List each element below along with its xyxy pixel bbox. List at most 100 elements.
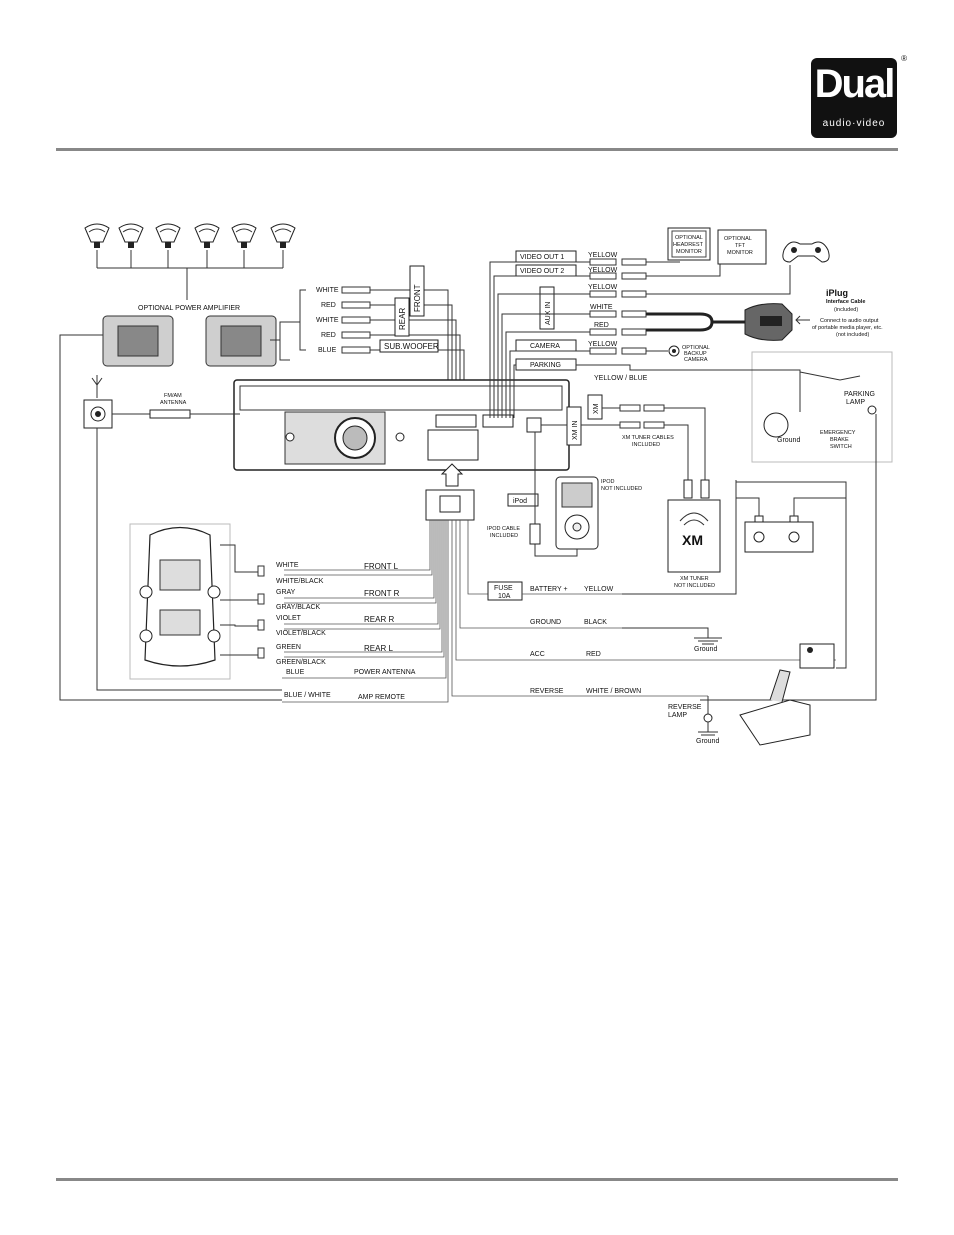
wire-color-label: BLACK xyxy=(584,619,607,626)
antenna-label: ANTENNA xyxy=(160,400,187,406)
ipod-cable-label: INCLUDED xyxy=(490,533,518,539)
aux-in-label: AUX IN xyxy=(545,302,552,325)
camera-label: BACKUP xyxy=(684,351,707,357)
ipod: iPod IPOD NOT INCLUDED IPOD CABLE INCLUD… xyxy=(487,432,642,557)
speaker-icon xyxy=(231,223,257,248)
wire-color-label: WHITE / BROWN xyxy=(586,688,641,695)
speaker-icon xyxy=(270,223,296,248)
ipod-note: NOT INCLUDED xyxy=(601,486,642,492)
ground-symbol-label: Ground xyxy=(696,738,719,745)
av-outputs: VIDEO OUT 1 VIDEO OUT 2 AUX IN CAMERA PA… xyxy=(489,250,791,418)
ipod-note: IPOD xyxy=(601,479,614,485)
antenna: FM/AM ANTENNA xyxy=(83,375,282,691)
iplug-note: Connect to audio output xyxy=(820,318,879,324)
iplug-brand: iPlug xyxy=(826,288,848,298)
ipod-cable-label: IPOD CABLE xyxy=(487,526,520,532)
wire-color-label: YELLOW xyxy=(588,267,618,274)
antenna-label: FM/AM xyxy=(164,393,182,399)
monitor-label: TFT xyxy=(735,243,746,249)
wire-color-label: YELLOW xyxy=(584,586,614,593)
reverse-label: REVERSE xyxy=(530,688,564,695)
harness-function: POWER ANTENNA xyxy=(354,669,416,676)
speaker-channel: FRONT L xyxy=(364,562,399,571)
speaker-array xyxy=(84,223,296,300)
subwoofer-label: SUB.WOOFER xyxy=(384,342,439,351)
speaker-wire-color: VIOLET xyxy=(276,615,302,622)
ipod-label: iPod xyxy=(513,498,527,505)
ground-wire-label: GROUND xyxy=(530,619,561,626)
rca-color-label: RED xyxy=(321,302,336,309)
logo-text: Dual xyxy=(814,62,896,106)
wire-color-label: RED xyxy=(586,651,601,658)
wire-color-label: YELLOW / BLUE xyxy=(594,375,648,382)
rca-outputs-left: WHITE RED WHITE RED BLUE FRONT REAR SUB.… xyxy=(290,265,465,418)
tft-monitor: OPTIONAL TFT MONITOR xyxy=(717,229,767,265)
reverse-lamp-label: REVERSE xyxy=(668,704,702,711)
speaker-icon xyxy=(155,223,181,248)
camera-label: OPTIONAL xyxy=(682,345,710,351)
camera-label: CAMERA xyxy=(684,357,708,363)
parking-brake-panel: Ground PARKING LAMP EMERGENCY BRAKE SWIT… xyxy=(650,351,893,701)
wire-color-label: YELLOW xyxy=(588,284,618,291)
dual-logo: Dual audio·video ® xyxy=(811,54,907,138)
wire-color-label: RED xyxy=(594,322,609,329)
speaker-wire-color: GREEN/BLACK xyxy=(276,659,326,666)
video-out-1-label: VIDEO OUT 1 xyxy=(520,254,564,261)
wiring-harness xyxy=(282,463,836,703)
header-rule xyxy=(56,148,898,151)
iplug-interface: iPlug Interface Cable (included) Connect… xyxy=(744,288,883,341)
xm-section: XM IN XM XM TUNER CABLES INCLUDED XM XM … xyxy=(541,394,721,589)
speaker-wire-labels: WHITE WHITE/BLACK FRONT L GRAY GRAY/BLAC… xyxy=(257,562,416,701)
brake-switch-label: EMERGENCY xyxy=(820,430,856,436)
xm-tuner-label: XM TUNER xyxy=(680,576,709,582)
xm-cables-label: XM TUNER CABLES xyxy=(622,435,674,441)
iplug-included: (included) xyxy=(834,307,858,313)
xm-in-label: XM IN xyxy=(572,421,579,440)
rca-color-label: WHITE xyxy=(316,317,339,324)
speaker-wire-color: GRAY/BLACK xyxy=(276,604,321,611)
speaker-icon xyxy=(84,223,110,248)
harness-function: AMP REMOTE xyxy=(358,694,405,701)
car-illustration xyxy=(129,523,258,680)
parking-label: PARKING xyxy=(530,362,561,369)
harness-wire-color: BLUE xyxy=(286,669,305,676)
xm-tuner-label: NOT INCLUDED xyxy=(674,583,715,589)
subwoofer-label-box xyxy=(379,339,439,353)
speaker-wire-color: VIOLET/BLACK xyxy=(276,630,326,637)
headrest-monitor: OPTIONAL HEADREST MONITOR xyxy=(667,227,711,261)
iplug-note: (not included) xyxy=(836,332,869,338)
speaker-wire-color: GRAY xyxy=(276,589,296,596)
xm-label: XM xyxy=(593,403,600,414)
ground-label: Ground xyxy=(777,437,800,444)
speaker-channel: REAR R xyxy=(364,615,394,624)
rear-label-box xyxy=(394,297,410,337)
speaker-icon xyxy=(194,223,220,248)
speaker-wire-color: WHITE/BLACK xyxy=(276,578,324,585)
monitor-label: MONITOR xyxy=(676,249,702,255)
acc-label: ACC xyxy=(530,651,545,658)
brake-switch-label: BRAKE xyxy=(830,437,849,443)
wire-color-label: YELLOW xyxy=(588,252,618,259)
logo-subtitle: audio·video xyxy=(822,118,886,129)
backup-camera: OPTIONAL BACKUP CAMERA xyxy=(668,345,710,363)
video-out-2-label: VIDEO OUT 2 xyxy=(520,268,564,275)
power-connections: FUSE 10A BATTERY + YELLOW GROUND BLACK A… xyxy=(487,480,847,746)
footer-rule xyxy=(56,1178,898,1181)
iplug-note: of portable media player, etc. xyxy=(812,325,883,331)
speaker-wire-color: WHITE xyxy=(276,562,299,569)
ground-symbol-label: Ground xyxy=(694,646,717,653)
logo-registered: ® xyxy=(901,54,907,63)
head-unit xyxy=(233,379,570,471)
monitor-label: MONITOR xyxy=(727,250,753,256)
wire-color-label: WHITE xyxy=(590,304,613,311)
iplug-cable-title: Interface Cable xyxy=(826,299,865,305)
fuse-label: FUSE xyxy=(494,585,513,592)
front-label-box xyxy=(409,265,425,317)
brake-switch-label: SWITCH xyxy=(830,444,852,450)
rca-color-label: RED xyxy=(321,332,336,339)
rca-color-label: BLUE xyxy=(318,347,337,354)
harness-wire-color: BLUE / WHITE xyxy=(284,692,331,699)
wire-color-label: YELLOW xyxy=(588,341,618,348)
rear-label: REAR xyxy=(398,308,407,330)
rca-color-label: WHITE xyxy=(316,287,339,294)
